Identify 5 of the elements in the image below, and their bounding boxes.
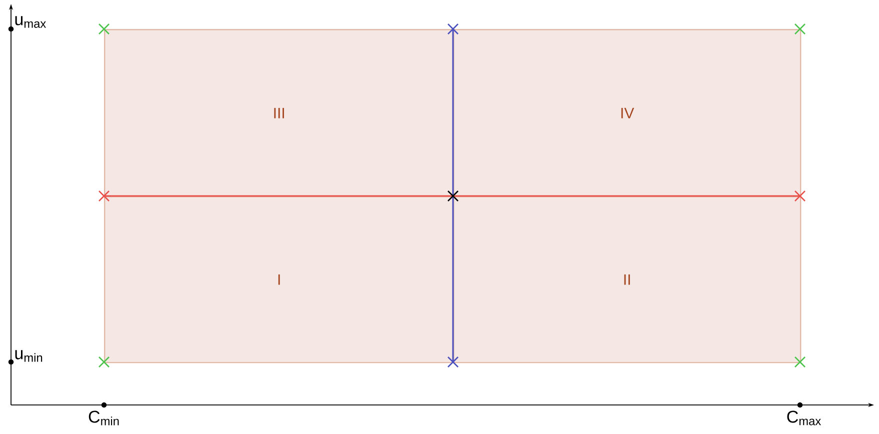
quadrant-box: IV [453,29,802,198]
quadrant-box: III [104,29,454,198]
quadrant-box: I [104,196,454,364]
axis-label: C$_{min}$ [88,410,119,426]
quadrant-box: II [453,196,802,364]
